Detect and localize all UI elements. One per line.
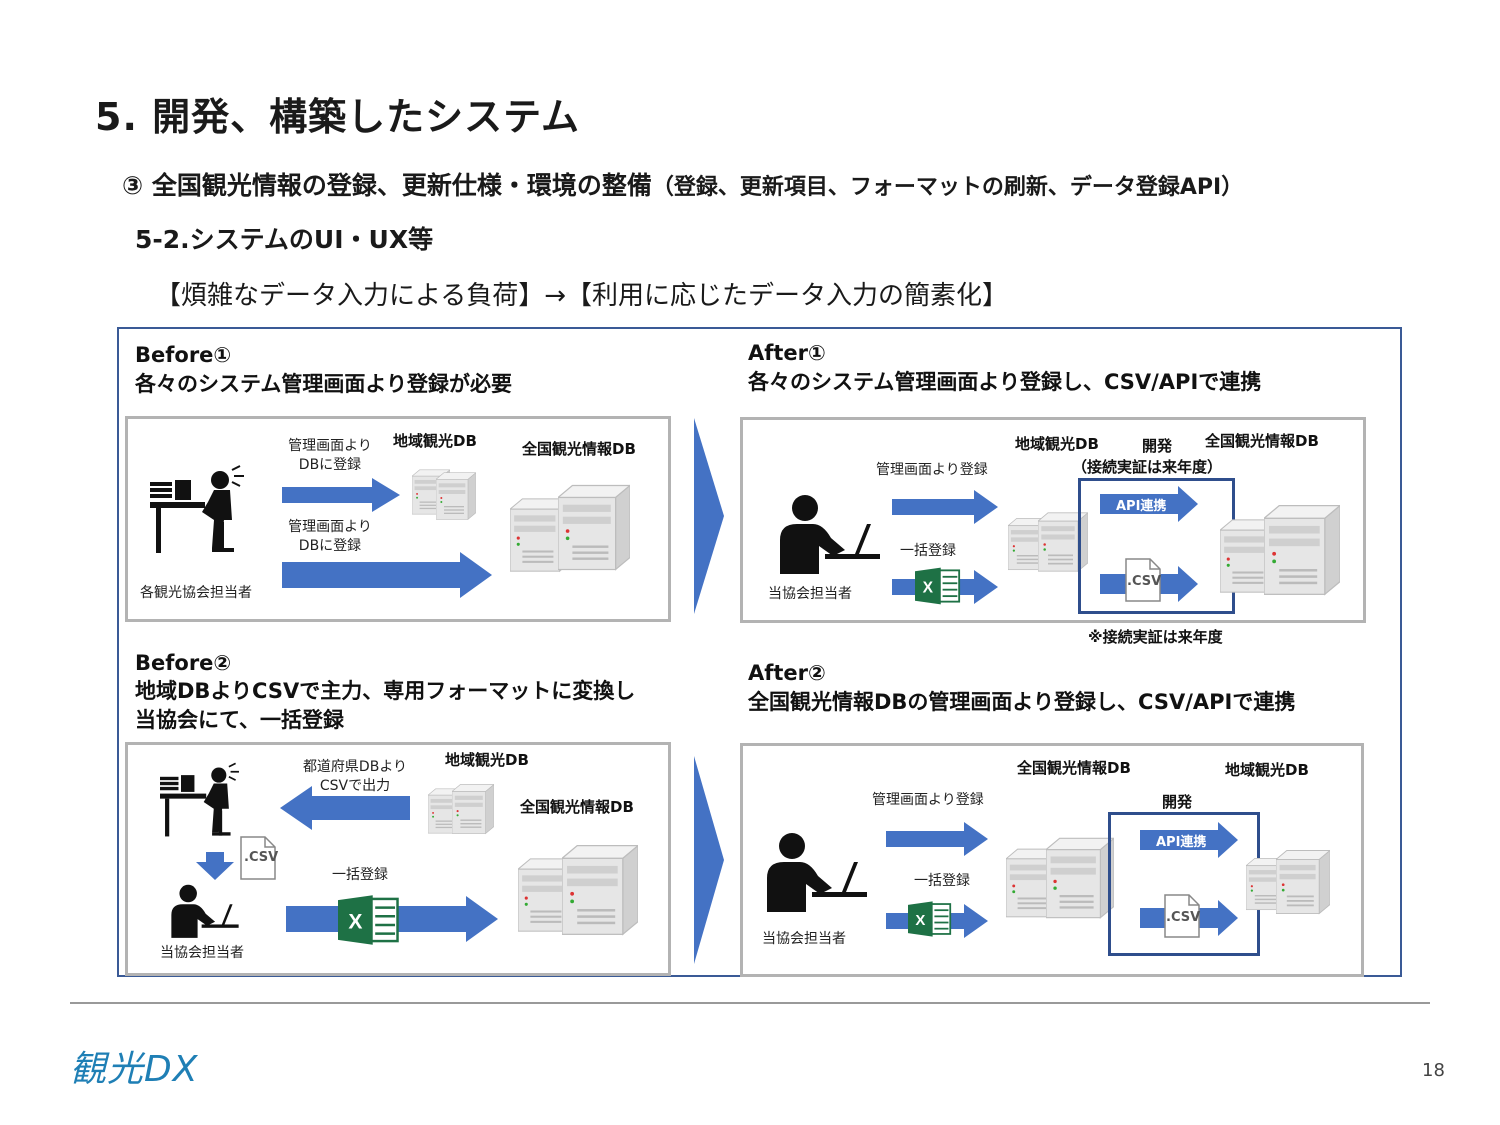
page-title: 5. 開発、構築したシステム bbox=[95, 95, 580, 139]
after2-person-label: 当協会担当者 bbox=[762, 931, 846, 947]
before1-person-label: 各観光協会担当者 bbox=[140, 585, 252, 601]
person-desk-icon bbox=[150, 465, 245, 554]
person-icon bbox=[780, 495, 880, 574]
label-line: 都道府県DBより bbox=[302, 759, 408, 775]
arrow-left-icon bbox=[280, 786, 410, 830]
before2-description-2: 当協会にて、一括登録 bbox=[135, 708, 344, 732]
before2-csv-label: .CSV bbox=[244, 850, 279, 865]
excel-icon bbox=[338, 894, 399, 946]
after1-person-label: 当協会担当者 bbox=[768, 586, 852, 602]
before2-person-label: 当協会担当者 bbox=[160, 945, 244, 961]
label-line: 管理画面より bbox=[288, 519, 372, 535]
label-line: DBに登録 bbox=[298, 457, 362, 473]
arrow-right-icon bbox=[282, 552, 492, 598]
before1-regional-db-label: 地域観光DB bbox=[393, 432, 477, 450]
after1-heading: After① bbox=[748, 341, 826, 365]
after1-dev-note: （接続実証は来年度） bbox=[1072, 458, 1223, 476]
server-icon bbox=[412, 469, 476, 520]
chevron-right-icon bbox=[694, 756, 724, 964]
server-icon bbox=[1220, 504, 1340, 596]
before1-arrow2-label: 管理画面より DBに登録 bbox=[285, 518, 375, 556]
excel-icon bbox=[915, 567, 961, 605]
after1-footnote: ※接続実証は来年度 bbox=[1088, 628, 1223, 646]
subtitle: ③ 全国観光情報の登録、更新仕様・環境の整備（登録、更新項目、フォーマットの刷新… bbox=[122, 166, 1243, 202]
after2-description: 全国観光情報DBの管理画面より登録し、CSV/APIで連携 bbox=[748, 690, 1296, 714]
person-icon bbox=[767, 833, 867, 912]
before2-national-db-label: 全国観光情報DB bbox=[520, 798, 634, 816]
subtitle-main: ③ 全国観光情報の登録、更新仕様・環境の整備 bbox=[122, 171, 652, 200]
after2-heading: After② bbox=[748, 661, 826, 685]
arrow-right-icon bbox=[892, 490, 998, 524]
logo: 観光DX bbox=[70, 1049, 199, 1090]
headline: 【煩雑なデータ入力による負荷】→【利用に応じたデータ入力の簡素化】 bbox=[155, 281, 1009, 311]
server-icon bbox=[518, 844, 638, 936]
label-line: CSVで出力 bbox=[319, 778, 391, 794]
section-heading: 5-2.システムのUI・UX等 bbox=[135, 225, 434, 254]
after1-description: 各々のシステム管理画面より登録し、CSV/APIで連携 bbox=[748, 370, 1262, 394]
subtitle-paren: （登録、更新項目、フォーマットの刷新、データ登録API） bbox=[651, 175, 1244, 200]
before2-heading: Before② bbox=[135, 651, 232, 675]
arrow-right-icon bbox=[1140, 822, 1238, 858]
after1-dev-label: 開発 bbox=[1142, 437, 1173, 455]
person-icon bbox=[171, 884, 239, 938]
chevron-right-icon bbox=[694, 418, 724, 614]
after2-dev-label: 開発 bbox=[1162, 793, 1193, 811]
before2-arrow1-label: 都道府県DBより CSVで出力 bbox=[296, 758, 414, 796]
arrow-right-icon bbox=[886, 822, 988, 856]
after1-csv-label: .CSV bbox=[1127, 574, 1162, 589]
before2-regional-db-label: 地域観光DB bbox=[445, 751, 529, 769]
server-icon bbox=[1006, 837, 1114, 919]
arrow-right-icon bbox=[282, 478, 400, 512]
before2-arrow2-label: 一括登録 bbox=[332, 867, 388, 883]
page-number: 18 bbox=[1422, 1060, 1445, 1081]
after2-csv-label: .CSV bbox=[1166, 910, 1201, 925]
after2-arrow2-label: 一括登録 bbox=[914, 873, 970, 889]
after2-national-db-label: 全国観光情報DB bbox=[1017, 759, 1131, 777]
server-icon bbox=[1246, 849, 1330, 915]
person-desk-icon bbox=[160, 762, 240, 838]
excel-icon bbox=[908, 900, 952, 938]
before2-description-1: 地域DBよりCSVで主力、専用フォーマットに変換し bbox=[135, 679, 636, 703]
footer-divider bbox=[70, 1002, 1430, 1004]
before1-description: 各々のシステム管理画面より登録が必要 bbox=[135, 372, 512, 396]
label-line: 管理画面より bbox=[288, 438, 372, 454]
before1-heading: Before① bbox=[135, 343, 232, 367]
server-icon bbox=[428, 784, 494, 834]
after1-api-label: API連携 bbox=[1116, 499, 1167, 514]
label-line: DBに登録 bbox=[298, 538, 362, 554]
before1-arrow1-label: 管理画面より DBに登録 bbox=[285, 437, 375, 475]
after1-regional-db-label: 地域観光DB bbox=[1015, 435, 1099, 453]
after1-arrow1-label: 管理画面より登録 bbox=[876, 462, 988, 478]
after2-api-label: API連携 bbox=[1156, 835, 1207, 850]
arrow-right-icon bbox=[1100, 486, 1198, 522]
after2-arrow1-label: 管理画面より登録 bbox=[872, 792, 984, 808]
arrow-down-icon bbox=[196, 852, 234, 880]
after2-regional-db-label: 地域観光DB bbox=[1225, 761, 1309, 779]
after1-national-db-label: 全国観光情報DB bbox=[1205, 432, 1319, 450]
server-icon bbox=[510, 484, 630, 572]
after1-arrow2-label: 一括登録 bbox=[900, 543, 956, 559]
before1-national-db-label: 全国観光情報DB bbox=[522, 440, 636, 458]
